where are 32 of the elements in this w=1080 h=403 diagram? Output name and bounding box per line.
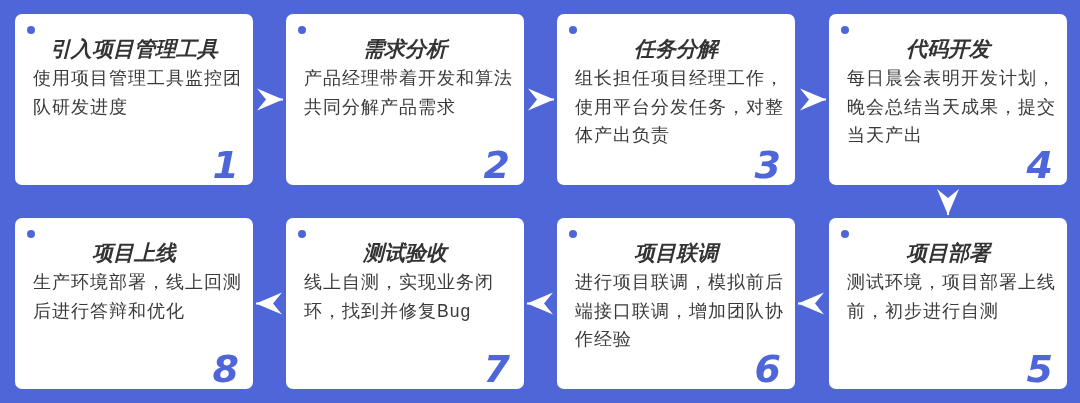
card-title: 任务分解 [633,36,721,62]
step-card [829,14,1067,185]
step-card [557,218,795,389]
card-title: 项目部署 [905,240,993,266]
card-description: 进行项目联调，模拟前后端接口联调，增加团队协作经验 [575,271,785,351]
step-number: 1 [212,151,239,180]
step-number: 4 [1026,151,1053,180]
step-number: 2 [483,151,510,180]
step-card [15,14,253,185]
card-description: 使用项目管理工具监控团队研发进度 [33,67,243,119]
step-card [286,14,524,185]
card-title: 项目上线 [91,240,178,266]
card-title: 项目联调 [577,239,775,267]
card-description: 测试环境，项目部署上线前，初步进行自测 [847,271,1057,323]
step-number: 3 [754,151,781,180]
step-number: 7 [483,355,510,384]
step-card [15,218,253,389]
card-title: 代码开发 [849,35,1047,63]
step-number: 8 [212,355,239,384]
card-description: 每日晨会表明开发计划，晚会总结当天成果，提交当天产出 [847,67,1057,147]
step-card [286,218,524,389]
card-description: 线上自测，实现业务闭环，找到并修复Bug [304,271,495,323]
card-title: 需求分析 [306,35,504,63]
step-card [557,14,795,185]
card-title: 测试验收 [362,240,450,266]
card-description: 生产环境部署，线上回测后进行答辩和优化 [33,271,243,323]
card-description: 产品经理带着开发和算法共同分解产品需求 [304,67,514,119]
step-number: 6 [754,355,781,384]
card-title: 引入项目管理工具 [49,36,220,62]
step-card [829,218,1067,389]
step-number: 5 [1026,355,1053,384]
card-description: 组长担任项目经理工作，使用平台分发任务，对整体产出负责 [575,67,785,147]
